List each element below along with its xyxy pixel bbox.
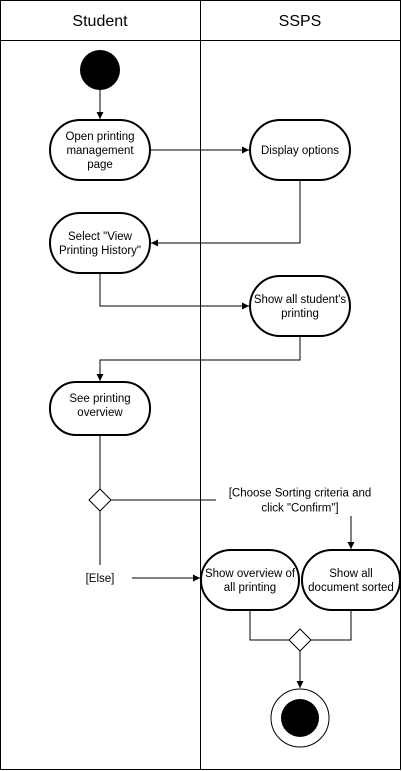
guard-choose-sorting-criteria: [Choose Sorting criteria and click "Confi… [216,484,384,516]
label-line: page [87,159,113,171]
label-line: See printing [69,393,130,405]
action-show-all-document-sorted: Show all document sorted [301,549,401,611]
label-line: Show all [329,568,372,580]
label-line: management [66,145,134,157]
edge-select-to-show-all [99,273,249,310]
label-line: Open printing [65,131,134,143]
label-line: printing [281,308,319,320]
action-show-all-students-printing: Show all student's printing [249,275,351,337]
label-line: click "Confirm"] [261,503,338,515]
edge-sorted-to-merge [311,610,352,641]
guard-else: [Else] [80,566,122,588]
edge-show-all-to-overview [96,336,301,381]
edge-display-to-select [151,180,301,247]
edge-overview-to-merge [249,610,289,641]
label-line: Display options [261,145,339,157]
initial-node [80,50,120,90]
action-show-overview-all-printing: Show overview of all printing [200,549,300,611]
lane-title-ssps: SSPS [279,13,322,30]
action-display-options: Display options [249,119,351,181]
action-see-printing-overview: See printing overview [49,381,151,436]
label-line: Select "View [68,231,133,243]
label-line: Printing History" [59,245,141,257]
merge-node [288,628,312,652]
svg-text:[Else]: [Else] [86,573,115,585]
label-line: [Else] [86,573,115,585]
label-line: all printing [224,582,276,594]
label-line: [Choose Sorting criteria and [229,488,372,500]
svg-text:Display options: Display options [261,145,339,157]
edges [96,90,355,688]
action-open-printing-page: Open printing management page [49,119,151,181]
label-line: overview [77,407,123,419]
final-node [270,688,330,748]
label-line: document sorted [308,582,394,594]
decision-node [88,488,112,512]
label-line: Show all student's [254,294,347,306]
label-line: Show overview of [205,568,296,580]
lane-title-student: Student [72,13,128,30]
